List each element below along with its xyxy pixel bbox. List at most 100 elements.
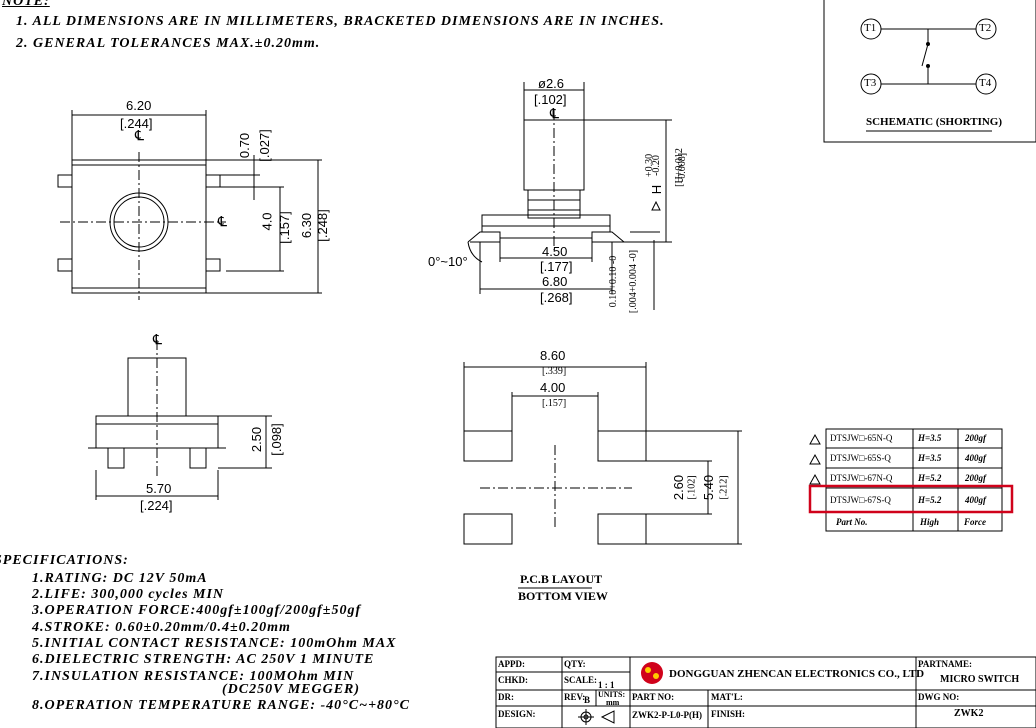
dim-height: 6.30 [299,212,315,239]
dim-pcb-outer: 8.60 [540,348,566,363]
note-2: 2. GENERAL TOLERANCES MAX.±0.20mm. [16,36,321,51]
dim-leg-in: [.004+0.004 -0] [628,249,640,314]
note-1: 1. ALL DIMENSIONS ARE IN MILLIMETERS, BR… [16,14,665,29]
dim-width: 6.20 [126,98,152,113]
spec-2: 2.LIFE: 300,000 cycles MIN [32,587,225,602]
schematic-title: SCHEMATIC (SHORTING) [866,116,1003,128]
dim-pcb-pitch: 2.60 [671,474,687,501]
pcb-title-1: P.C.B LAYOUT [520,572,603,586]
dim-outer-side-in: [.268] [540,290,573,305]
variant-high-3: H=5.2 [918,473,942,483]
terminal-t1: T1 [864,22,877,34]
dim-front-width: 5.70 [146,481,172,496]
variant-part-4: DTSJW□-67S-Q [830,495,891,505]
tb-part-name-label: PARTNAME: [918,659,973,669]
spec-6: 6.DIELECTRIC STRENGTH: AC 250V 1 MINUTE [32,652,375,667]
tb-appd: APPD: [498,659,525,669]
dim-height-in: [.248] [314,209,330,242]
dim-inner-side-in: [.177] [540,259,573,274]
dim-pcb-outer-in: [.339] [542,366,567,377]
dim-diameter: ø2.6 [538,76,565,91]
variant-part-1: DTSJW□-65N-Q [830,433,893,443]
dim-pcb-total-in: [.212] [718,475,730,500]
spec-7b: (DC250V MEGGER) [222,682,361,697]
dim-pcb-inner-in: [.157] [542,398,567,409]
dim-inner-side: 4.50 [542,244,568,259]
variant-force-2: 400gf [965,453,986,463]
tb-units: UNITS: [598,690,626,699]
tb-company: DONGGUAN ZHENCAN ELECTRONICS CO., LTD [669,668,925,680]
top-view [57,110,322,300]
variant-force-1: 200gf [965,433,986,443]
variant-part-2: DTSJW□-65S-Q [830,453,891,463]
dim-pin-pitch-in: [.027] [256,129,272,162]
svg-text:℄: ℄ [134,129,144,144]
variant-high-1: H=3.5 [918,433,942,443]
title-block [495,656,1036,728]
tb-dwg-no: ZWK2 [954,708,984,719]
company-logo [641,662,663,684]
spec-4: 4.STROKE: 0.60±0.20mm/0.4±0.20mm [32,620,291,635]
dim-front-height: 2.50 [249,426,265,453]
terminal-t4: T4 [979,77,992,89]
dim-front-height-in: [.098] [268,423,284,456]
tb-qty: QTY: [564,659,586,669]
dim-h-tol-bot: -0.20 [650,155,662,176]
pcb-title-2: BOTTOM VIEW [518,589,608,603]
tb-dr: DR: [498,692,514,702]
variant-high-4: H=5.2 [918,495,942,505]
variant-header-part: Part No. [836,517,868,527]
svg-text:℄: ℄ [217,215,227,230]
dim-front-width-in: [.224] [140,498,173,513]
tb-rev-val: B [584,695,591,705]
dim-outer-side: 6.80 [542,274,568,289]
variant-header-high: High [920,517,940,527]
dim-pcb-total: 5.40 [701,474,717,501]
dim-diameter-in: [.102] [534,92,567,107]
dim-leg: 0.10+0.10 -0 [608,255,620,308]
variant-high-2: H=3.5 [918,453,942,463]
dim-h-label: H [649,184,665,195]
tb-scale: SCALE: [564,675,598,685]
tb-part-name: MICRO SWITCH [940,674,1020,685]
spec-7: 7.INSULATION RESISTANCE: 100MOhm MIN [32,669,355,684]
tb-rev: REV: [564,692,586,702]
tb-units-val: mm [606,698,620,707]
notes-heading: NOTE: [2,0,50,9]
dim-inner-in: [.157] [276,211,292,244]
specs-heading: SPECIFICATIONS: [0,553,129,568]
tb-chkd: CHKD: [498,675,528,685]
front-view [88,340,272,500]
spec-5: 5.INITIAL CONTACT RESISTANCE: 100mOhm MA… [32,636,397,651]
terminal-t3: T3 [864,77,877,89]
tb-part-no-label: PART NO: [632,692,675,702]
spec-3: 3.OPERATION FORCE:400gf±100gf/200gf±50gf [32,603,362,618]
svg-text:℄: ℄ [549,107,559,122]
terminal-t2: T2 [979,22,992,34]
tb-dwg-no-label: DWG NO: [918,692,960,702]
dim-pin-pitch: 0.70 [237,132,253,159]
variant-force-3: 200gf [965,473,986,483]
dim-angle: 0°~10° [428,254,468,269]
spec-8: 8.OPERATION TEMPERATURE RANGE: -40°C~+80… [32,698,410,713]
pcb-layout [463,362,742,589]
spec-1: 1.RATING: DC 12V 50mA [32,571,208,586]
tb-finish: FINISH: [711,709,746,719]
variant-table [808,428,1014,532]
schematic [823,0,1036,143]
variant-header-force: Force [964,517,986,527]
dim-pcb-pitch-in: [.102] [686,475,698,500]
dim-pcb-inner: 4.00 [540,380,566,395]
side-view [467,82,672,310]
dim-h-in-bot: -0.008] [677,152,689,183]
variant-part-3: DTSJW□-67N-Q [830,473,893,483]
tb-scale-val: 1 : 1 [598,680,615,690]
dim-inner: 4.0 [259,212,275,231]
tb-matl: MAT'L: [711,692,743,702]
tb-design: DESIGN: [498,709,536,719]
svg-text:℄: ℄ [152,333,162,348]
dim-width-in: [.244] [120,116,153,131]
variant-force-4: 400gf [965,495,986,505]
tb-part-no: ZWK2-P-L0-P(H) [632,710,702,720]
